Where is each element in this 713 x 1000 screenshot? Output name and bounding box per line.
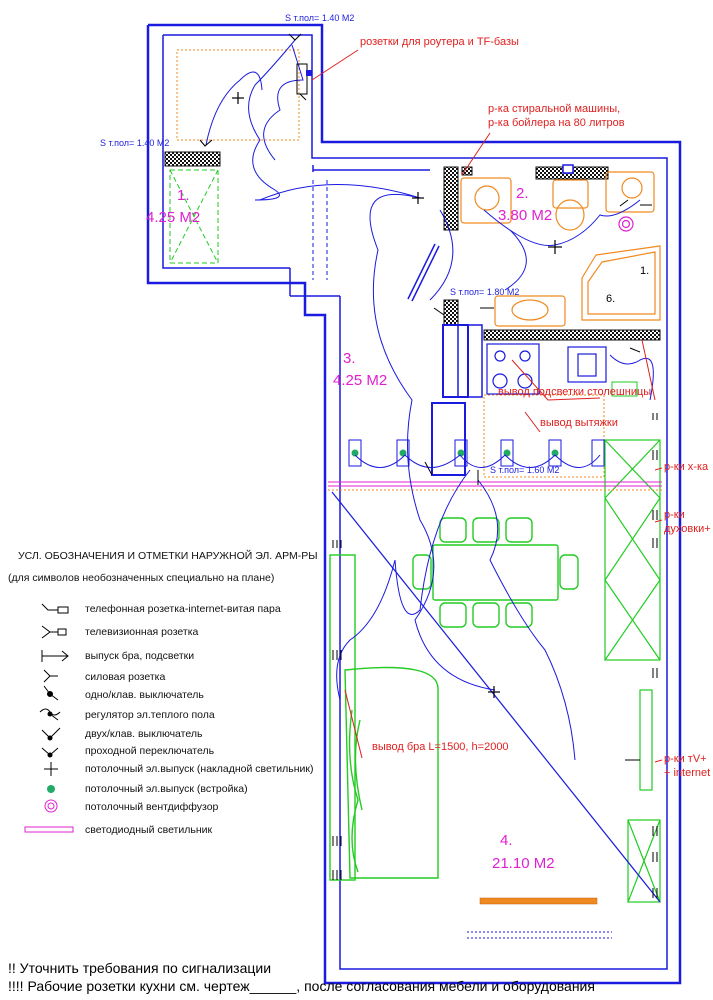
room-1-area: 4.25 М2 (146, 209, 200, 226)
annotation-fridge: р-ки х-ка (664, 461, 709, 473)
led-light-icon (24, 826, 74, 833)
annotation-router: розетки для роутера и TF-базы (360, 36, 519, 48)
dining-set (412, 517, 579, 628)
annotation-sconce: вывод бра L=1500, h=2000 (372, 741, 509, 753)
ceiling-light-rectangles (348, 439, 605, 467)
room-4-area: 21.10 М2 (492, 855, 555, 872)
floor-heating-zone-1 (176, 49, 300, 141)
pass-through-switch-icon (41, 747, 59, 758)
note-kitchen-sockets: !!!! Рабочие розетки кухни см. чертеж___… (8, 978, 595, 994)
legend-item-label: телевизионная розетка (85, 626, 199, 638)
annotation-tv-1: р-ки тV+ (664, 753, 707, 765)
room-2-number: 2. (516, 185, 529, 202)
phone-internet-socket-icon (41, 603, 69, 614)
double-switch-icon (41, 727, 61, 741)
single-switch-icon (43, 685, 59, 701)
ceiling-surface-lights (232, 92, 562, 698)
recessed-light (457, 449, 465, 457)
floor-heating-label: S т.пол= 1.80 М2 (450, 287, 519, 297)
legend-item-label: светодиодный светильник (85, 824, 212, 836)
recessed-light (551, 449, 559, 457)
wiring (205, 39, 654, 761)
legend-item-label: проходной переключатель (85, 745, 215, 757)
walls (146, 23, 682, 985)
wall-symbols (199, 33, 658, 898)
power-socket-icon (43, 669, 58, 683)
legend-item-label: регулятор эл.теплого пола (85, 709, 215, 721)
legend-item-label: силовая розетка (85, 671, 165, 683)
legend-item-label: потолочный вентдиффузор (85, 801, 219, 813)
diagonal-guide (331, 491, 661, 903)
ceiling-recessed-light-icon (47, 785, 55, 793)
legend-icons (24, 603, 74, 833)
vent-diffuser-bath (618, 216, 634, 232)
note-alarm: !! Уточнить требования по сигнализации (8, 960, 271, 976)
bottom-window (479, 897, 598, 905)
legend-item-label: двух/клав. выключатель (85, 728, 203, 740)
sconce-outlet-icon (41, 650, 69, 662)
partitions (164, 151, 661, 476)
room-1-number: 1. (177, 187, 190, 204)
ceiling-vent-diffuser-icon (44, 799, 58, 813)
floor-heating-label: S т.пол= 1.40 М2 (100, 138, 169, 148)
shower-cabinet-label-1: 1. (640, 265, 649, 277)
kitchen-wall-cabinets (604, 439, 661, 903)
bathroom-fixtures (460, 171, 661, 327)
annotation-leaders (311, 49, 663, 763)
tv-socket-icon (41, 625, 67, 639)
kitchen-appliances (486, 343, 607, 395)
room1-floor-heating-grid (169, 169, 219, 264)
vent-diffuser-bath-inner (621, 219, 631, 229)
annotation-oven-2: духовки+ (664, 523, 711, 535)
recessed-light (351, 449, 359, 457)
legend-subtitle: (для символов необозначенных специально … (8, 572, 274, 584)
annotation-countertop-light: вывод подсветки столешницы (498, 386, 651, 398)
room-4-number: 4. (500, 832, 513, 849)
room-3-area: 4.25 М2 (333, 372, 387, 389)
corridor-cabinets (611, 381, 638, 397)
room-3-number: 3. (343, 350, 356, 367)
ceiling-surface-light-icon (44, 762, 58, 776)
legend-item-label: потолочный эл.выпуск (встройка) (85, 783, 248, 795)
sofa (329, 554, 439, 881)
floor-heating-label: S т.пол= 1.60 М2 (490, 465, 559, 475)
room-2-area: 3.80 М2 (498, 207, 552, 224)
floor-heating-regulator-icon (39, 708, 61, 721)
shower-cabinet-label-6: 6. (606, 293, 615, 305)
annotation-oven-1: р-ки (664, 509, 685, 521)
annotation-tv-2: + internet (664, 767, 710, 779)
legend-item-label: одно/клав. выключатель (85, 689, 204, 701)
annotation-hood: вывод вытяжки (540, 417, 618, 429)
floor-heating-label: S т.пол= 1.40 М2 (285, 13, 354, 23)
legend-item-label: телефонная розетка-internet-витая пара (85, 603, 281, 615)
legend-item-label: выпуск бра, подсветки (85, 650, 194, 662)
annotation-washer-1: р-ка стиральной машины, (488, 103, 620, 115)
legend-title: УСЛ. ОБОЗНАЧЕНИЯ И ОТМЕТКИ НАРУЖНОЙ ЭЛ. … (18, 549, 318, 562)
legend-item-label: потолочный эл.выпуск (накладной светильн… (85, 763, 314, 775)
annotation-washer-2: р-ка бойлера на 80 литров (488, 117, 625, 129)
